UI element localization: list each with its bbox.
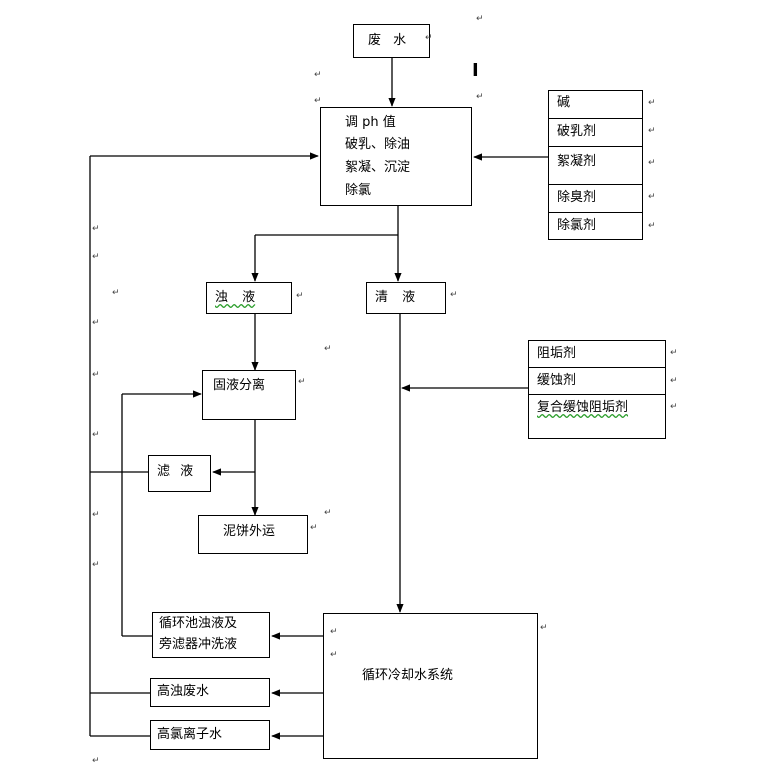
- chemicals-stack-1: 碱 破乳剂 絮凝剂 除臭剂 除氯剂: [548, 90, 643, 240]
- paragraph-mark: ↵: [330, 627, 338, 637]
- paragraph-mark: ↵: [314, 96, 322, 106]
- paragraph-mark: ↵: [648, 192, 656, 202]
- paragraph-mark: ↵: [310, 523, 318, 533]
- high-turbid-box: 高浊废水: [150, 678, 270, 707]
- wastewater-label: 废 水: [368, 33, 407, 48]
- wastewater-box: 废 水: [353, 24, 430, 58]
- treatment-step-flocculate: 絮凝、沉淀: [345, 160, 411, 175]
- paragraph-mark: ↵: [648, 221, 656, 231]
- paragraph-mark: ↵: [648, 98, 656, 108]
- paragraph-mark: ↵: [92, 756, 100, 766]
- paragraph-mark: ↵: [92, 252, 100, 262]
- paragraph-mark: ↵: [476, 92, 484, 102]
- paragraph-mark: ↵: [540, 623, 548, 633]
- paragraph-mark: ↵: [324, 344, 332, 354]
- high-chloride-box: 高氯离子水: [150, 720, 270, 750]
- paragraph-mark: ↵: [476, 14, 484, 24]
- circ-turbid-box: 循环池浊液及 旁滤器冲洗液: [152, 612, 270, 658]
- sludge-box: 泥饼外运: [198, 515, 308, 554]
- cooling-system-box: 循环冷却水系统: [323, 613, 538, 759]
- paragraph-mark: ↵: [670, 348, 678, 358]
- paragraph-mark: ↵: [296, 291, 304, 301]
- circ-turbid-line2: 旁滤器冲洗液: [159, 637, 238, 652]
- paragraph-mark: ↵: [92, 510, 100, 520]
- chemicals-stack-2: 阻垢剂 缓蚀剂 复合缓蚀阻垢剂: [528, 340, 666, 439]
- paragraph-mark: ↵: [92, 430, 100, 440]
- paragraph-mark: ↵: [670, 402, 678, 412]
- paragraph-mark: ↵: [425, 33, 433, 43]
- chemical-flocculant: 絮凝剂: [549, 147, 642, 185]
- treatment-step-ph: 调 ph 值: [345, 115, 396, 130]
- chemical-deodorant: 除臭剂: [549, 185, 642, 213]
- chemical-scale-inhibitor: 阻垢剂: [529, 341, 665, 368]
- chemical-corrosion-inhibitor: 缓蚀剂: [529, 368, 665, 395]
- sludge-label: 泥饼外运: [223, 524, 276, 539]
- chemical-demulsifier: 破乳剂: [549, 119, 642, 147]
- chemical-dechlorinator: 除氯剂: [557, 218, 597, 233]
- paragraph-mark: ↵: [450, 290, 458, 300]
- high-chloride-label: 高氯离子水: [157, 727, 223, 742]
- high-turbid-label: 高浊废水: [157, 684, 210, 699]
- paragraph-mark: ↵: [330, 650, 338, 660]
- turbid-label: 浊 液: [215, 290, 256, 305]
- treatment-step-demulsify: 破乳、除油: [345, 137, 411, 152]
- chemical-composite-inhibitor: 复合缓蚀阻垢剂: [537, 400, 629, 415]
- cooling-system-label: 循环冷却水系统: [362, 668, 454, 683]
- paragraph-mark: ↵: [314, 70, 322, 80]
- paragraph-mark: ↵: [112, 288, 120, 298]
- paragraph-mark: ↵: [670, 376, 678, 386]
- paragraph-mark: ↵: [648, 126, 656, 136]
- separation-box: 固液分离: [202, 370, 296, 420]
- paragraph-mark: ↵: [648, 158, 656, 168]
- paragraph-mark: ↵: [92, 560, 100, 570]
- paragraph-mark: ↵: [324, 508, 332, 518]
- filtrate-label: 滤 液: [157, 464, 194, 479]
- paragraph-mark: ↵: [92, 370, 100, 380]
- separation-label: 固液分离: [213, 378, 266, 393]
- paragraph-mark: ↵: [92, 318, 100, 328]
- treatment-step-dechlorinate: 除氯: [345, 183, 372, 198]
- treatment-box: 调 ph 值 破乳、除油 絮凝、沉淀 除氯: [320, 107, 472, 206]
- clear-label: 清 液: [375, 290, 416, 305]
- paragraph-mark: ↵: [92, 224, 100, 234]
- paragraph-mark: ↵: [298, 377, 306, 387]
- circ-turbid-line1: 循环池浊液及: [159, 616, 238, 631]
- clear-box: 清 液: [366, 282, 446, 314]
- chemical-alkali: 碱: [549, 91, 642, 119]
- filtrate-box: 滤 液: [148, 455, 211, 492]
- text-cursor: I: [472, 60, 479, 81]
- turbid-box: 浊 液: [206, 282, 292, 314]
